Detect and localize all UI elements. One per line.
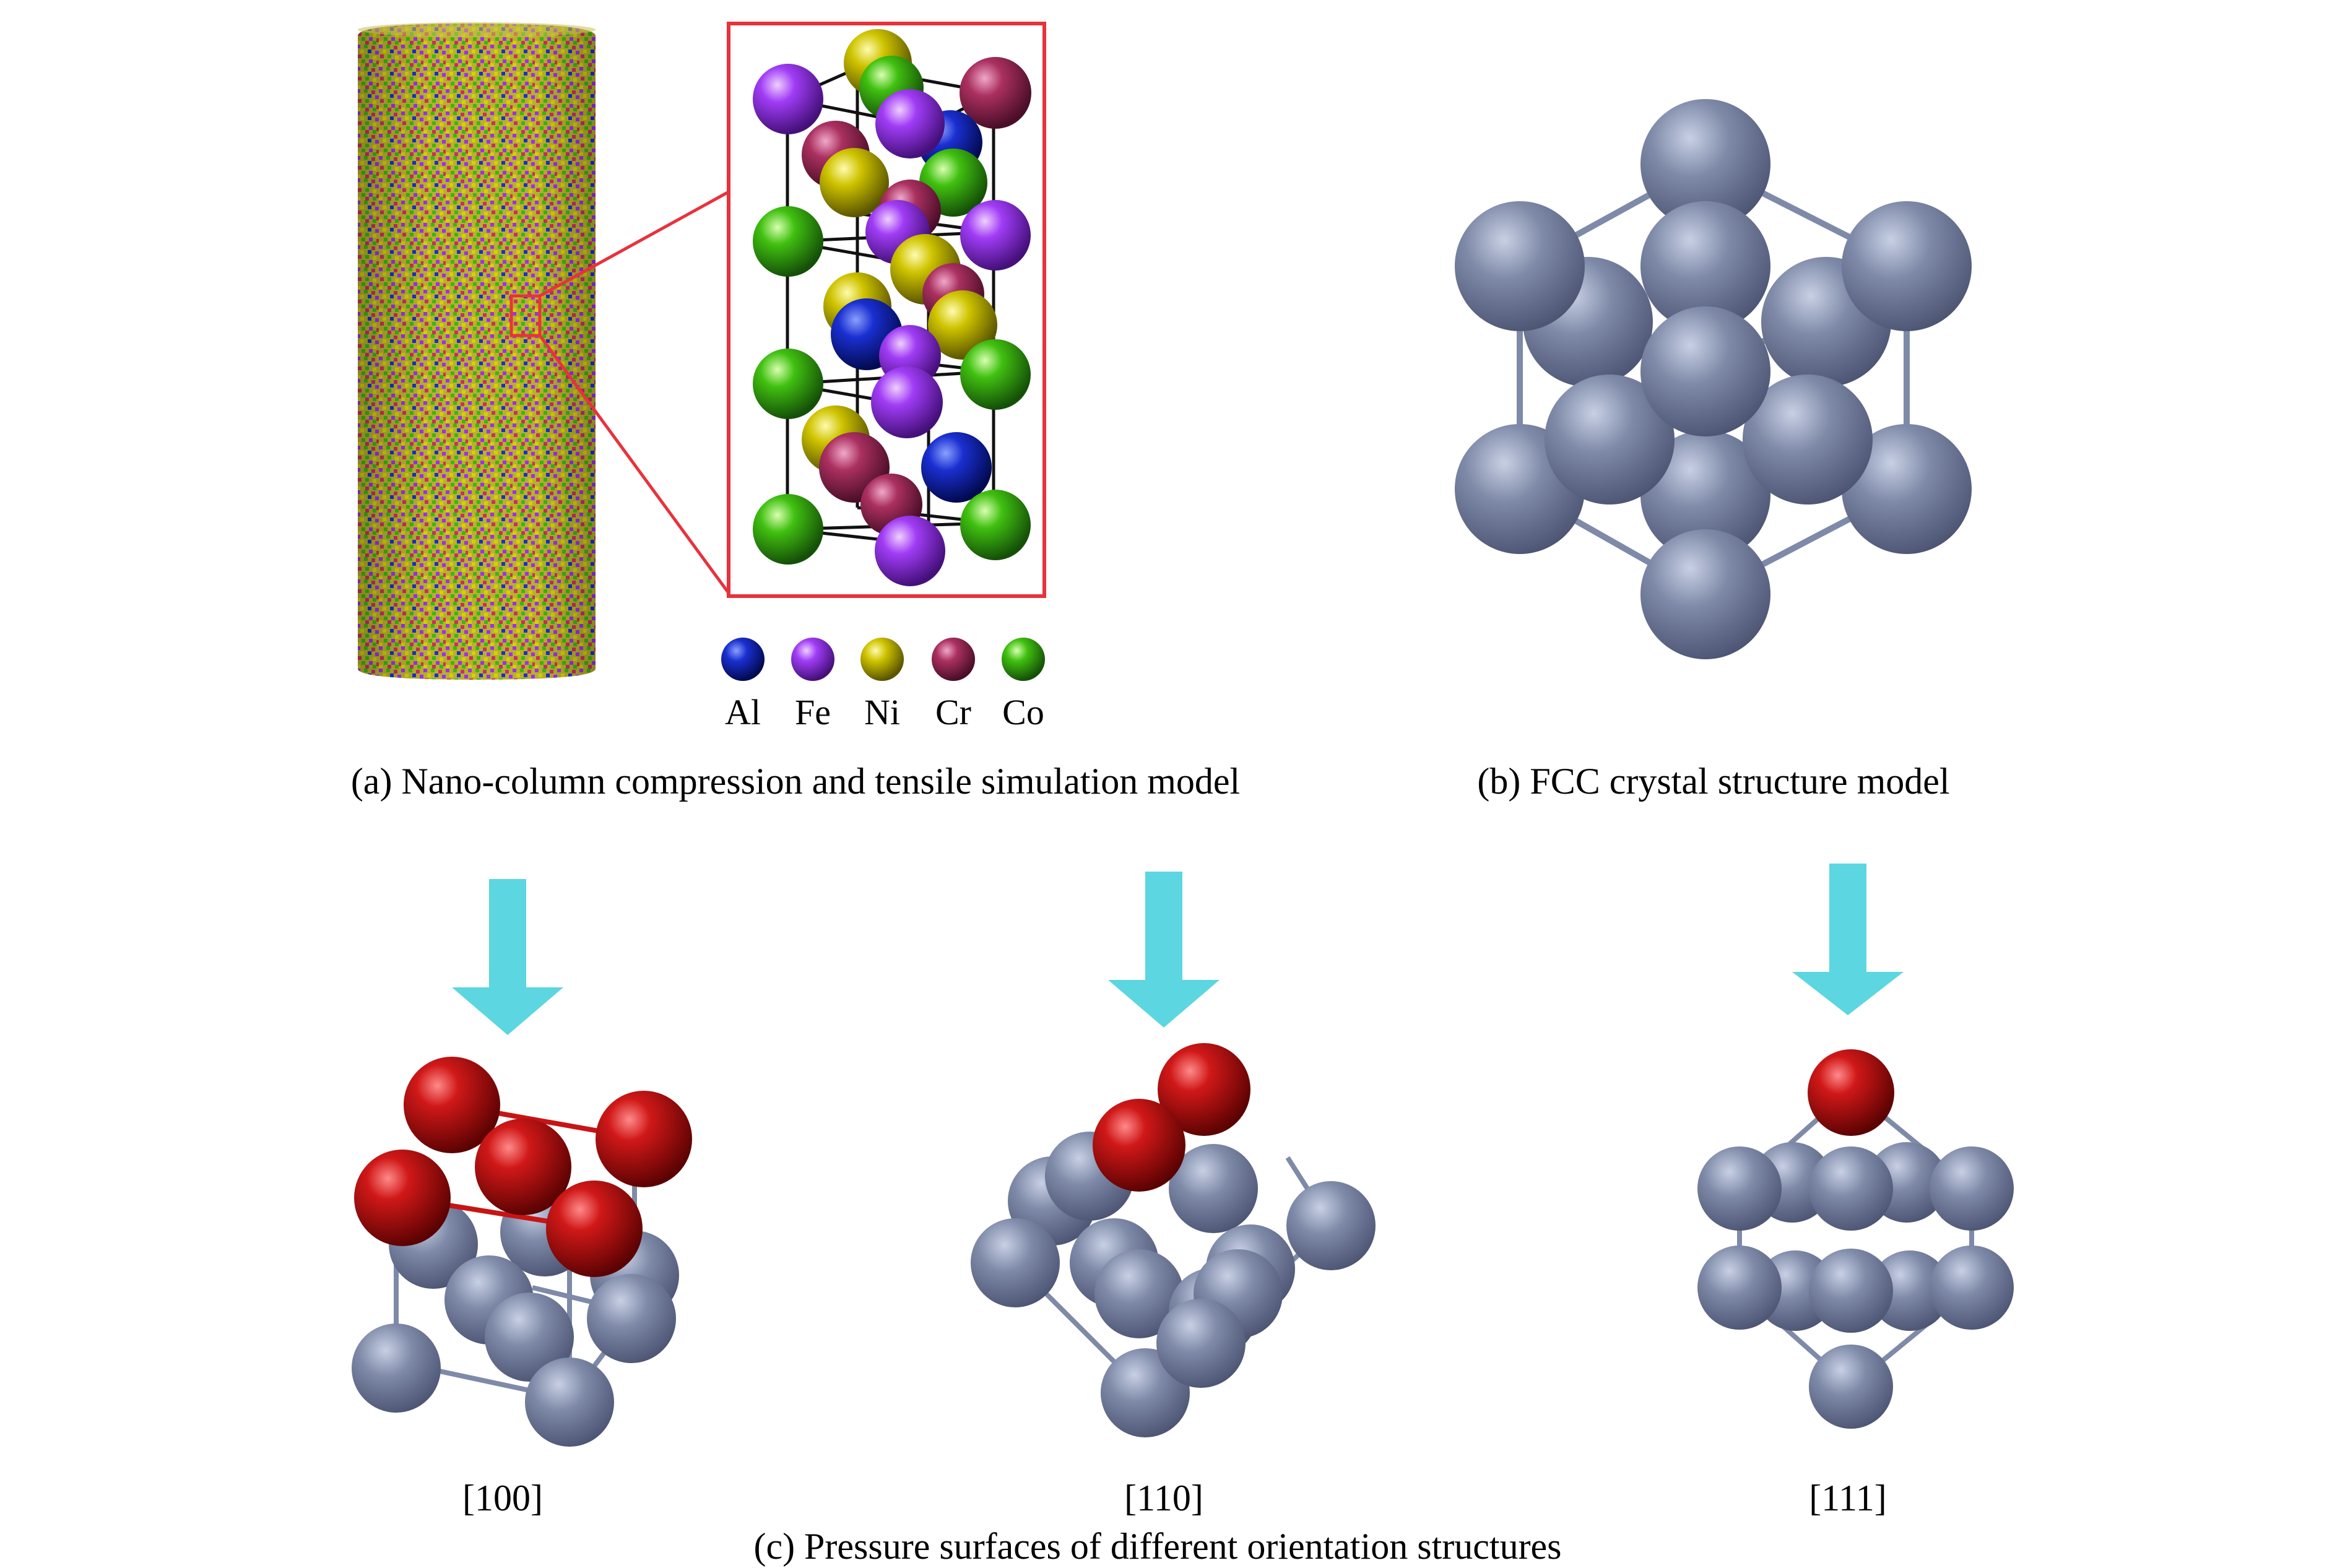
zoom-connector-bottom xyxy=(538,334,730,594)
caption-a: (a) Nano-column compression and tensile … xyxy=(351,761,1240,802)
structure-100: [100] xyxy=(352,1057,692,1518)
legend-label-co: Co xyxy=(1002,692,1044,732)
element-legend: Al Fe Ni Cr Co xyxy=(721,638,1045,732)
legend-item-ni: Ni xyxy=(860,638,904,732)
nano-column xyxy=(358,22,596,680)
legend-item-al: Al xyxy=(721,638,765,732)
caption-c: (c) Pressure surfaces of different orien… xyxy=(753,1526,1561,1567)
panel-c: [100] [110] xyxy=(352,864,2014,1567)
arrow-100 xyxy=(452,879,563,1035)
legend-label-ni: Ni xyxy=(864,692,900,732)
caption-b: (b) FCC crystal structure model xyxy=(1477,761,1949,802)
orientation-label-111: [111] xyxy=(1809,1478,1887,1518)
structure-111: [111] xyxy=(1697,1049,2014,1518)
legend-item-co: Co xyxy=(1002,638,1045,732)
legend-label-al: Al xyxy=(725,692,761,732)
legend-label-fe: Fe xyxy=(795,692,831,732)
orientation-label-100: [100] xyxy=(462,1478,543,1518)
panel-a: Al Fe Ni Cr Co (a) Nano-column compressi… xyxy=(351,22,1240,802)
zoom-connector-top xyxy=(539,190,730,298)
fcc-crystal-model xyxy=(1455,99,1972,659)
legend-label-cr: Cr xyxy=(935,692,971,732)
arrow-110 xyxy=(1108,872,1220,1028)
structure-110: [110] xyxy=(971,1043,1376,1518)
panel-b: (b) FCC crystal structure model xyxy=(1455,99,1972,802)
zoom-region-marker xyxy=(509,294,542,337)
arrow-111 xyxy=(1792,864,1904,1015)
legend-item-fe: Fe xyxy=(791,638,834,732)
legend-item-cr: Cr xyxy=(932,638,975,732)
zoomed-unit-cell xyxy=(727,22,1046,598)
orientation-label-110: [110] xyxy=(1124,1478,1203,1518)
